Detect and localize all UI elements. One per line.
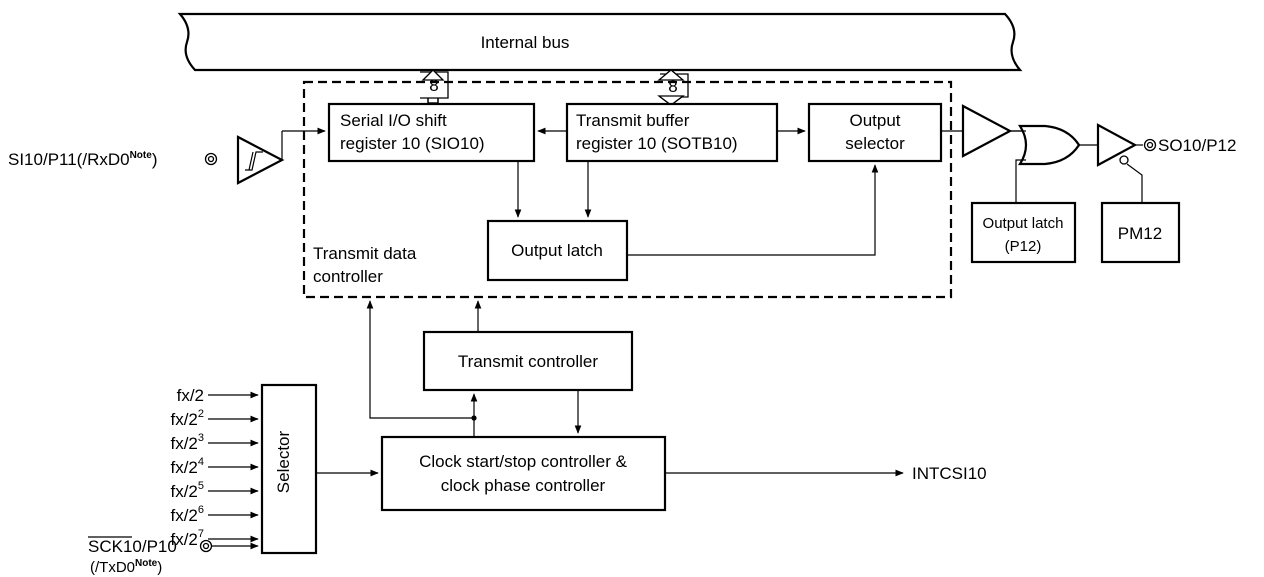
pm12-label: PM12 — [1118, 224, 1162, 243]
bus-width-left: 8 — [429, 76, 438, 95]
output-latch-p12-label-2: (P12) — [1005, 238, 1042, 255]
sio10-label-2: register 10 (SIO10) — [340, 134, 485, 153]
txd-pin-label: (/TxD0Note) — [90, 558, 162, 576]
selector-block — [260, 383, 318, 555]
clock-input-label: fx/24 — [170, 456, 204, 477]
transmit-data-controller-label-1: Transmit data — [313, 244, 417, 263]
or-gate — [1018, 124, 1081, 166]
transmit-data-controller-label-2: controller — [313, 267, 383, 286]
so-pin-terminal — [1143, 138, 1157, 152]
transmit-data-controller-region — [302, 80, 953, 299]
sio10-block — [327, 102, 536, 163]
clock-input-label: fx/23 — [170, 432, 204, 453]
clock-inputs: fx/2 fx/22 fx/23 fx/24 fx/25 fx/26 fx/27 — [170, 386, 259, 549]
clock-controller-block — [380, 435, 667, 512]
output-selector-block — [807, 102, 943, 163]
transmit-controller-block — [422, 330, 634, 392]
output-latch-p12-label-1: Output latch — [983, 215, 1064, 232]
sio10-label-1: Serial I/O shift — [340, 111, 447, 130]
si-pin-label: SI10/P11(/RxD0Note) — [8, 150, 157, 169]
sck-pin-terminal — [199, 539, 213, 553]
output-latch-p12-block — [970, 201, 1077, 264]
output-latch-block — [486, 219, 629, 282]
sotb10-label-2: register 10 (SOTB10) — [576, 134, 738, 153]
si-schmitt-buffer — [236, 135, 285, 185]
pm12-block — [1100, 201, 1181, 264]
clock-input-label: fx/27 — [170, 528, 204, 549]
sotb10-label-1: Transmit buffer — [576, 111, 690, 130]
clock-controller-label-1: Clock start/stop controller & — [419, 452, 628, 471]
clock-input-label: fx/25 — [170, 480, 204, 501]
sck-pin-label: SCK10/P10 — [88, 537, 177, 556]
internal-bus — [177, 12, 1023, 72]
selector-label: Selector — [274, 430, 293, 493]
schmitt-icon — [245, 151, 263, 171]
sotb10-block — [565, 102, 779, 163]
output-buffer — [961, 104, 1013, 158]
bus-width-right: 8 — [668, 77, 677, 96]
clock-input-label: fx/26 — [170, 504, 204, 525]
output-latch-label: Output latch — [511, 241, 603, 260]
clock-input-label: fx/2 — [177, 386, 204, 405]
intcsi10-label: INTCSI10 — [912, 464, 987, 483]
clock-input-label: fx/22 — [170, 408, 204, 429]
output-selector-label-2: selector — [845, 134, 905, 153]
clock-controller-label-2: clock phase controller — [441, 476, 606, 495]
si-pin-terminal — [204, 152, 218, 166]
transmit-controller-label: Transmit controller — [458, 352, 598, 371]
so-pin-label: SO10/P12 — [1158, 136, 1236, 155]
internal-bus-label: Internal bus — [481, 33, 570, 52]
output-selector-label-1: Output — [849, 111, 900, 130]
output-tristate-buffer — [1096, 123, 1138, 167]
